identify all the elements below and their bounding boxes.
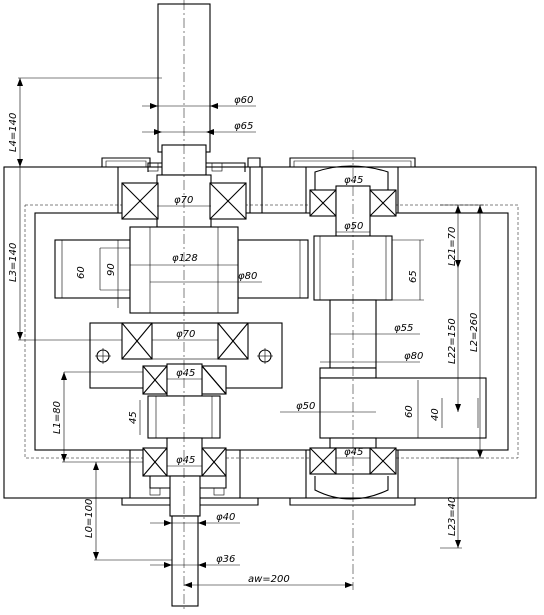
label-phi45-mid: φ45 bbox=[176, 368, 195, 379]
label-90: 90 bbox=[106, 263, 117, 276]
outer-flange-outline bbox=[3, 166, 537, 499]
output-shaft-end bbox=[171, 515, 199, 607]
label-L21: L21=70 bbox=[447, 227, 458, 266]
label-phi70-top: φ70 bbox=[174, 195, 193, 206]
label-65: 65 bbox=[408, 270, 419, 283]
gear-web-right bbox=[237, 239, 309, 299]
top-left-boss bbox=[101, 157, 151, 167]
intermediate-gear bbox=[319, 377, 487, 439]
label-L22: L22=150 bbox=[447, 318, 458, 364]
label-L0: L0=100 bbox=[84, 499, 95, 538]
top-right-boss bbox=[289, 157, 416, 167]
label-phi55: φ55 bbox=[394, 323, 413, 334]
label-phi45-bottom-left: φ45 bbox=[176, 455, 195, 466]
housing bbox=[3, 157, 537, 506]
label-phi70-mid: φ70 bbox=[176, 329, 195, 340]
housing-wall-hidden-line bbox=[24, 204, 519, 459]
label-60-right: 60 bbox=[404, 405, 415, 418]
label-L3: L3=140 bbox=[8, 243, 19, 282]
label-phi80-right: φ80 bbox=[404, 351, 423, 362]
label-L4: L4=140 bbox=[8, 113, 19, 152]
length-dims bbox=[17, 77, 484, 588]
label-phi45-top-right: φ45 bbox=[344, 175, 363, 186]
label-phi36: φ36 bbox=[216, 554, 235, 565]
label-phi65: φ65 bbox=[234, 121, 253, 132]
label-L1: L1=80 bbox=[52, 401, 63, 434]
label-phi80-gear: φ80 bbox=[238, 271, 257, 282]
label-phi50-right: φ50 bbox=[344, 221, 363, 232]
output-shaft-seal bbox=[169, 475, 201, 517]
gear-web-left bbox=[54, 239, 131, 299]
label-phi60: φ60 bbox=[234, 95, 253, 106]
label-phi128: φ128 bbox=[172, 253, 198, 264]
label-phi50-low: φ50 bbox=[296, 401, 315, 412]
bottom-right-boss bbox=[289, 498, 416, 506]
label-phi45-bottom-right: φ45 bbox=[344, 447, 363, 458]
label-45-left: 45 bbox=[128, 411, 139, 424]
label-40: 40 bbox=[430, 408, 441, 421]
intermediate-bottom-cap bbox=[314, 476, 389, 500]
dimension-labels: φ60 φ65 φ70 φ45 φ50 φ128 φ80 φ70 φ45 φ55… bbox=[8, 95, 480, 585]
center-lines bbox=[183, 0, 354, 610]
diameter-dims bbox=[130, 103, 420, 568]
label-phi40: φ40 bbox=[216, 512, 235, 523]
output-shaft bbox=[142, 363, 227, 607]
input-gear bbox=[54, 226, 309, 314]
label-L23: L23=40 bbox=[447, 497, 458, 536]
label-aw: aw=200 bbox=[248, 574, 290, 585]
label-60-left: 60 bbox=[76, 266, 87, 279]
top-left-boss-edge bbox=[247, 157, 261, 167]
label-L2: L2=260 bbox=[469, 313, 480, 352]
intermediate-top-cap bbox=[314, 165, 389, 190]
inner-cavity-outline bbox=[34, 212, 509, 451]
